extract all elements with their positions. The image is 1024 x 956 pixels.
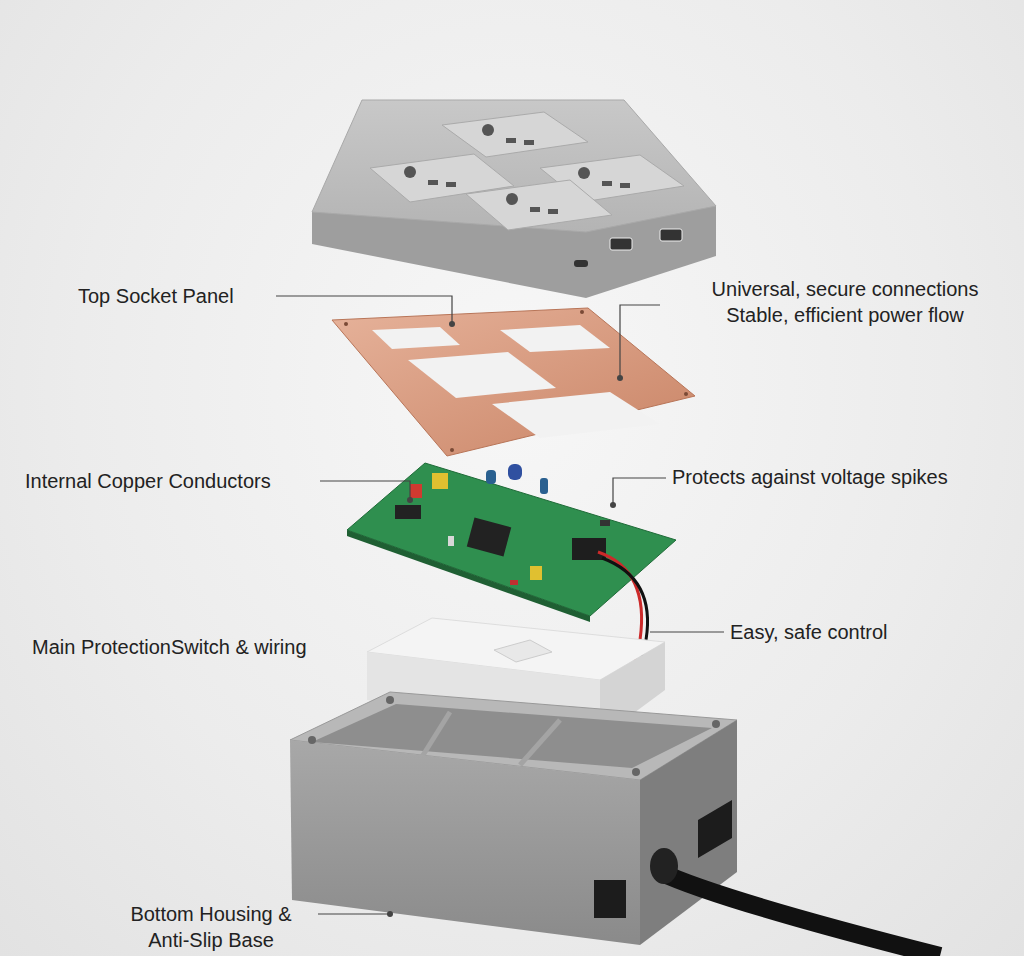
callout-label: Easy, safe control bbox=[730, 619, 930, 645]
top-socket-panel bbox=[312, 100, 716, 298]
leader-lines bbox=[276, 296, 724, 914]
callout-label: Protects against voltage spikes bbox=[672, 464, 1017, 490]
callout-label: Main ProtectionSwitch & wiring bbox=[32, 634, 362, 660]
copper-conductor-plate bbox=[332, 308, 695, 456]
callout-label: Top Socket Panel bbox=[78, 283, 274, 309]
bottom-housing bbox=[290, 692, 940, 956]
callout-label: Universal, secure connections Stable, ef… bbox=[680, 276, 1010, 328]
circuit-board bbox=[347, 463, 676, 622]
callout-label: Bottom Housing & Anti-Slip Base bbox=[112, 901, 310, 953]
callout-label: Internal Copper Conductors bbox=[25, 468, 317, 494]
leader-dots bbox=[387, 321, 623, 917]
